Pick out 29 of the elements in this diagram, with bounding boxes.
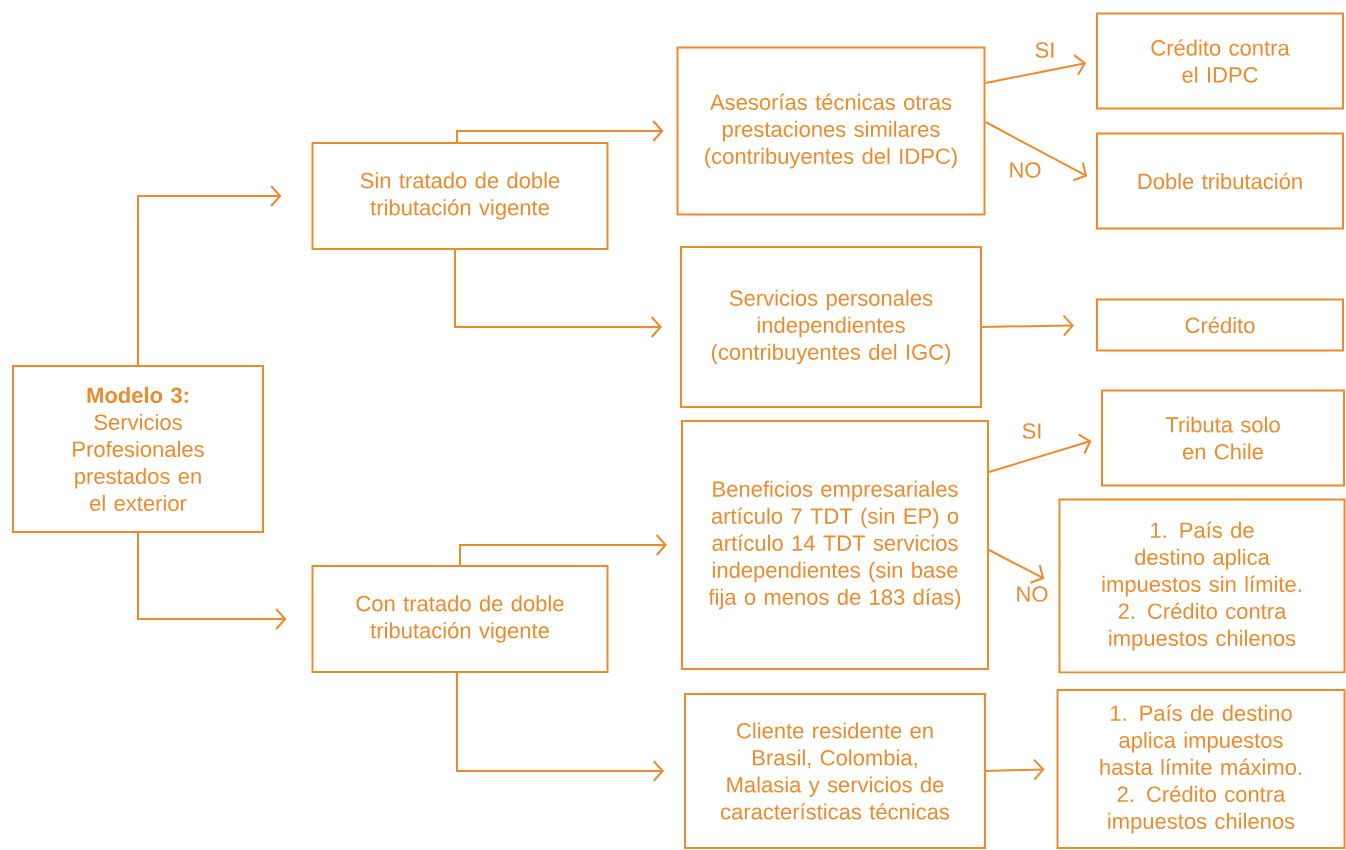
process-box: Crédito (1096, 298, 1344, 352)
arrow (988, 549, 1045, 584)
process-box: 1. País de destino aplica impuestos sin límite. 2. Crédito contra impuestos chilenos (1058, 498, 1346, 674)
process-box: Servicios personales independientes (contribuyentes del IGC) (680, 246, 982, 408)
arrow (984, 121, 1088, 182)
arrow (459, 534, 667, 566)
arrow (456, 672, 664, 782)
process-box: Tributa solo en Chile (1101, 389, 1345, 487)
process-box: Crédito contra el IDPC (1096, 12, 1344, 110)
process-box: Doble tributación (1096, 132, 1344, 230)
process-box: Modelo 3: Servicios Profesionales prestados en el exterior (12, 365, 264, 533)
arrow (981, 314, 1074, 337)
arrow (454, 249, 662, 338)
arrow (984, 54, 1087, 84)
arrow (456, 120, 664, 143)
process-box: Con tratado de doble tributación vigente (311, 565, 609, 673)
edge-label: NO (1007, 161, 1043, 179)
edge-label: SI (1020, 422, 1044, 440)
arrow (985, 758, 1045, 781)
process-box: Sin tratado de doble tributación vigente (311, 142, 609, 250)
arrow (137, 532, 287, 630)
arrow (137, 185, 282, 366)
edge-label: NO (1014, 585, 1050, 603)
edge-label: SI (1033, 41, 1057, 59)
process-box: Cliente residente en Brasil, Colombia, Malasia y servicios de características técnicas (684, 693, 986, 849)
arrow (988, 433, 1092, 473)
process-box: Beneficios empresariales artículo 7 TDT (sin EP) o artículo 14 TDT servicios independientes (sin base fija o menos de 183 días) (681, 420, 989, 670)
process-box: Asesorías técnicas otras prestaciones similares (contribuyentes del IDPC) (676, 46, 986, 216)
process-box: 1. País de destino aplica impuestos hasta límite máximo. 2. Crédito contra impuestos chilenos (1056, 689, 1346, 849)
